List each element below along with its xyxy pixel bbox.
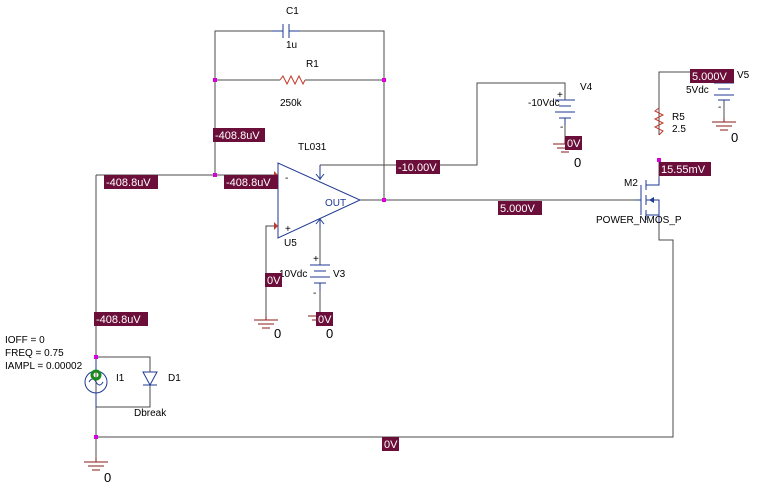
r5-value: 2.5: [672, 124, 686, 135]
m2-ref: M2: [624, 178, 638, 189]
v4-value: -10Vdc: [528, 98, 560, 109]
capacitor-c1[interactable]: C1 1u: [272, 6, 300, 51]
d1-ref: D1: [168, 373, 181, 384]
v4-ref: V4: [580, 82, 593, 93]
voltage-tag-t5: -10.00V: [396, 160, 440, 174]
wire: [214, 30, 272, 175]
voltage-tag-t4: -408.8uV: [94, 312, 148, 326]
diode-d1[interactable]: D1 Dbreak: [134, 371, 181, 419]
voltage-tag-t7: 5.000V: [498, 201, 542, 215]
voltage-tag-t12: 0V: [382, 437, 399, 451]
voltage-tag-t1: -408.8uV: [213, 128, 265, 142]
svg-text:5.000V: 5.000V: [500, 203, 536, 215]
i1-iampl: IAMPL = 0.00002: [5, 361, 83, 372]
ground-v5: 0: [712, 118, 738, 145]
svg-text:0V: 0V: [267, 275, 281, 287]
opamp-plus-pin: +: [285, 224, 291, 235]
v3-minus: -: [313, 288, 316, 299]
v5-value: 5Vdc: [686, 85, 709, 96]
opamp-out-pin: OUT: [325, 198, 346, 209]
wire: [96, 385, 151, 408]
voltage-tag-t9: 0V: [316, 312, 333, 326]
v4-plus: +: [557, 90, 563, 101]
opamp-minus-pin: -: [285, 173, 288, 184]
i1-freq: FREQ = 0.75: [5, 348, 64, 359]
svg-text:-10.00V: -10.00V: [398, 162, 437, 174]
v3-value: 10Vdc: [279, 269, 307, 280]
voltage-tag-t8: 0V: [265, 273, 282, 287]
svg-text:0V: 0V: [318, 314, 332, 326]
v3-plus: +: [313, 254, 319, 265]
opamp-model: TL031: [298, 142, 327, 153]
m2-model: POWER_NMOS_P: [596, 215, 682, 226]
mosfet-m2[interactable]: M2 POWER_NMOS_P: [596, 178, 682, 226]
c1-value: 1u: [286, 40, 297, 51]
v5-ref: V5: [737, 70, 750, 81]
junction-dots: [94, 78, 661, 439]
voltage-source-v4[interactable]: V4 -10Vdc + -: [528, 82, 593, 133]
wire: [320, 82, 566, 166]
ground-u5: 0: [254, 316, 281, 341]
ground-label: 0: [574, 155, 581, 170]
opamp-vneg-pin: [315, 165, 325, 180]
voltage-source-v3[interactable]: V3 10Vdc + -: [279, 254, 346, 299]
svg-text:-408.8uV: -408.8uV: [215, 130, 260, 142]
opamp-u5[interactable]: TL031 - + OUT U5: [274, 142, 362, 249]
d1-model: Dbreak: [134, 408, 167, 419]
ground-i1: 0: [84, 458, 111, 485]
r5-ref: R5: [672, 112, 685, 123]
ground-label: 0: [731, 130, 738, 145]
probe-marker: [90, 369, 102, 381]
wire: [265, 225, 278, 316]
voltage-tag-t10: 5.000V: [690, 69, 734, 83]
resistor-r1[interactable]: R1 250k: [279, 59, 319, 109]
opamp-vpos-pin: [315, 218, 325, 228]
wire: [96, 356, 151, 372]
v5-minus: -: [718, 102, 721, 113]
svg-text:-408.8uV: -408.8uV: [96, 314, 141, 326]
resistor-r5[interactable]: R5 2.5: [653, 107, 686, 136]
plus-pin-marker: [274, 222, 278, 230]
v4-minus: -: [560, 122, 563, 133]
voltage-tag-t2: -408.8uV: [104, 175, 158, 189]
i1-ref: I1: [116, 373, 125, 384]
c1-ref: C1: [286, 6, 299, 17]
svg-text:-408.8uV: -408.8uV: [106, 177, 151, 189]
ground-label: 0: [326, 326, 333, 341]
v3-ref: V3: [333, 269, 346, 280]
r1-ref: R1: [306, 59, 319, 70]
ground-label: 0: [104, 470, 111, 485]
i1-ioff: IOFF = 0: [5, 335, 45, 346]
wires: [95, 30, 725, 458]
svg-text:-408.8uV: -408.8uV: [226, 177, 271, 189]
voltage-tag-t3: -408.8uV: [224, 175, 278, 189]
wire: [300, 30, 385, 200]
current-source-i1[interactable]: I1 IOFF = 0 FREQ = 0.75 IAMPL = 0.00002: [5, 335, 125, 407]
svg-text:5.000V: 5.000V: [692, 71, 728, 83]
wire: [96, 222, 674, 438]
svg-text:0V: 0V: [384, 439, 398, 451]
voltage-tag-t6: 0V: [565, 136, 582, 150]
ground-label: 0: [274, 326, 281, 341]
voltage-tag-t11: 15.55mV: [659, 162, 711, 176]
r1-value: 250k: [280, 98, 303, 109]
opamp-ref: U5: [284, 238, 297, 249]
svg-text:15.55mV: 15.55mV: [661, 164, 706, 176]
svg-text:0V: 0V: [567, 138, 581, 150]
